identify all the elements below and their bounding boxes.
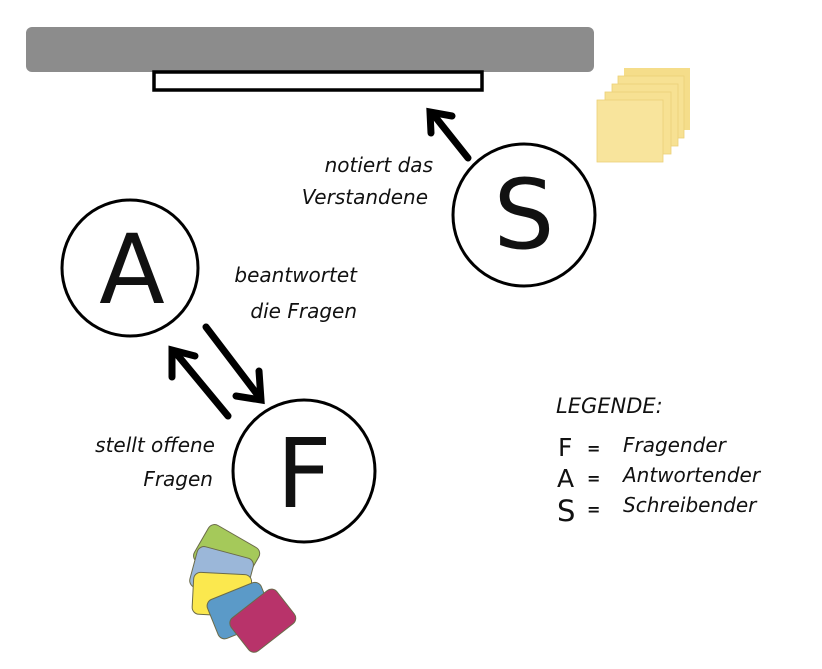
sticky-note bbox=[596, 99, 664, 163]
whiteboard-ledge bbox=[152, 70, 484, 92]
legend: LEGENDE: F = Fragender A = Antwortender … bbox=[556, 394, 762, 528]
role-letter: F bbox=[276, 418, 331, 530]
role-circle bbox=[231, 398, 377, 544]
role-letter: S bbox=[494, 159, 555, 271]
arrow-a-to-f bbox=[202, 323, 265, 405]
role-caption-line: beantwortet bbox=[234, 263, 358, 287]
legend-separator: = bbox=[587, 439, 600, 458]
role-circle bbox=[451, 142, 597, 288]
role-s: S notiert das Verstandene bbox=[302, 142, 597, 288]
legend-label: Schreibender bbox=[623, 493, 758, 517]
role-caption-line: Fragen bbox=[143, 467, 213, 491]
role-caption-line: die Fragen bbox=[250, 299, 357, 323]
legend-title: LEGENDE: bbox=[556, 394, 663, 418]
legend-separator: = bbox=[587, 500, 600, 519]
question-cards bbox=[189, 524, 297, 653]
legend-letter: S bbox=[557, 494, 575, 528]
legend-letter: F bbox=[558, 433, 572, 462]
legend-separator: = bbox=[587, 469, 600, 488]
role-caption-line: Verstandene bbox=[302, 185, 428, 209]
arrow-s-to-board bbox=[426, 107, 472, 162]
role-caption-line: notiert das bbox=[325, 153, 433, 177]
legend-letter: A bbox=[557, 464, 574, 493]
role-circle bbox=[60, 198, 200, 338]
legend-label: Fragender bbox=[623, 433, 728, 457]
role-letter: A bbox=[99, 214, 165, 326]
sticky-notes-stack bbox=[596, 68, 690, 163]
legend-label: Antwortender bbox=[621, 463, 762, 487]
whiteboard bbox=[26, 27, 594, 72]
card-magenta bbox=[229, 588, 297, 653]
role-a: A beantwortet die Fragen bbox=[60, 198, 358, 338]
role-caption-line: stellt offene bbox=[95, 433, 215, 457]
role-f: F stellt offene Fragen bbox=[95, 398, 377, 544]
arrow-f-to-a bbox=[168, 345, 232, 420]
